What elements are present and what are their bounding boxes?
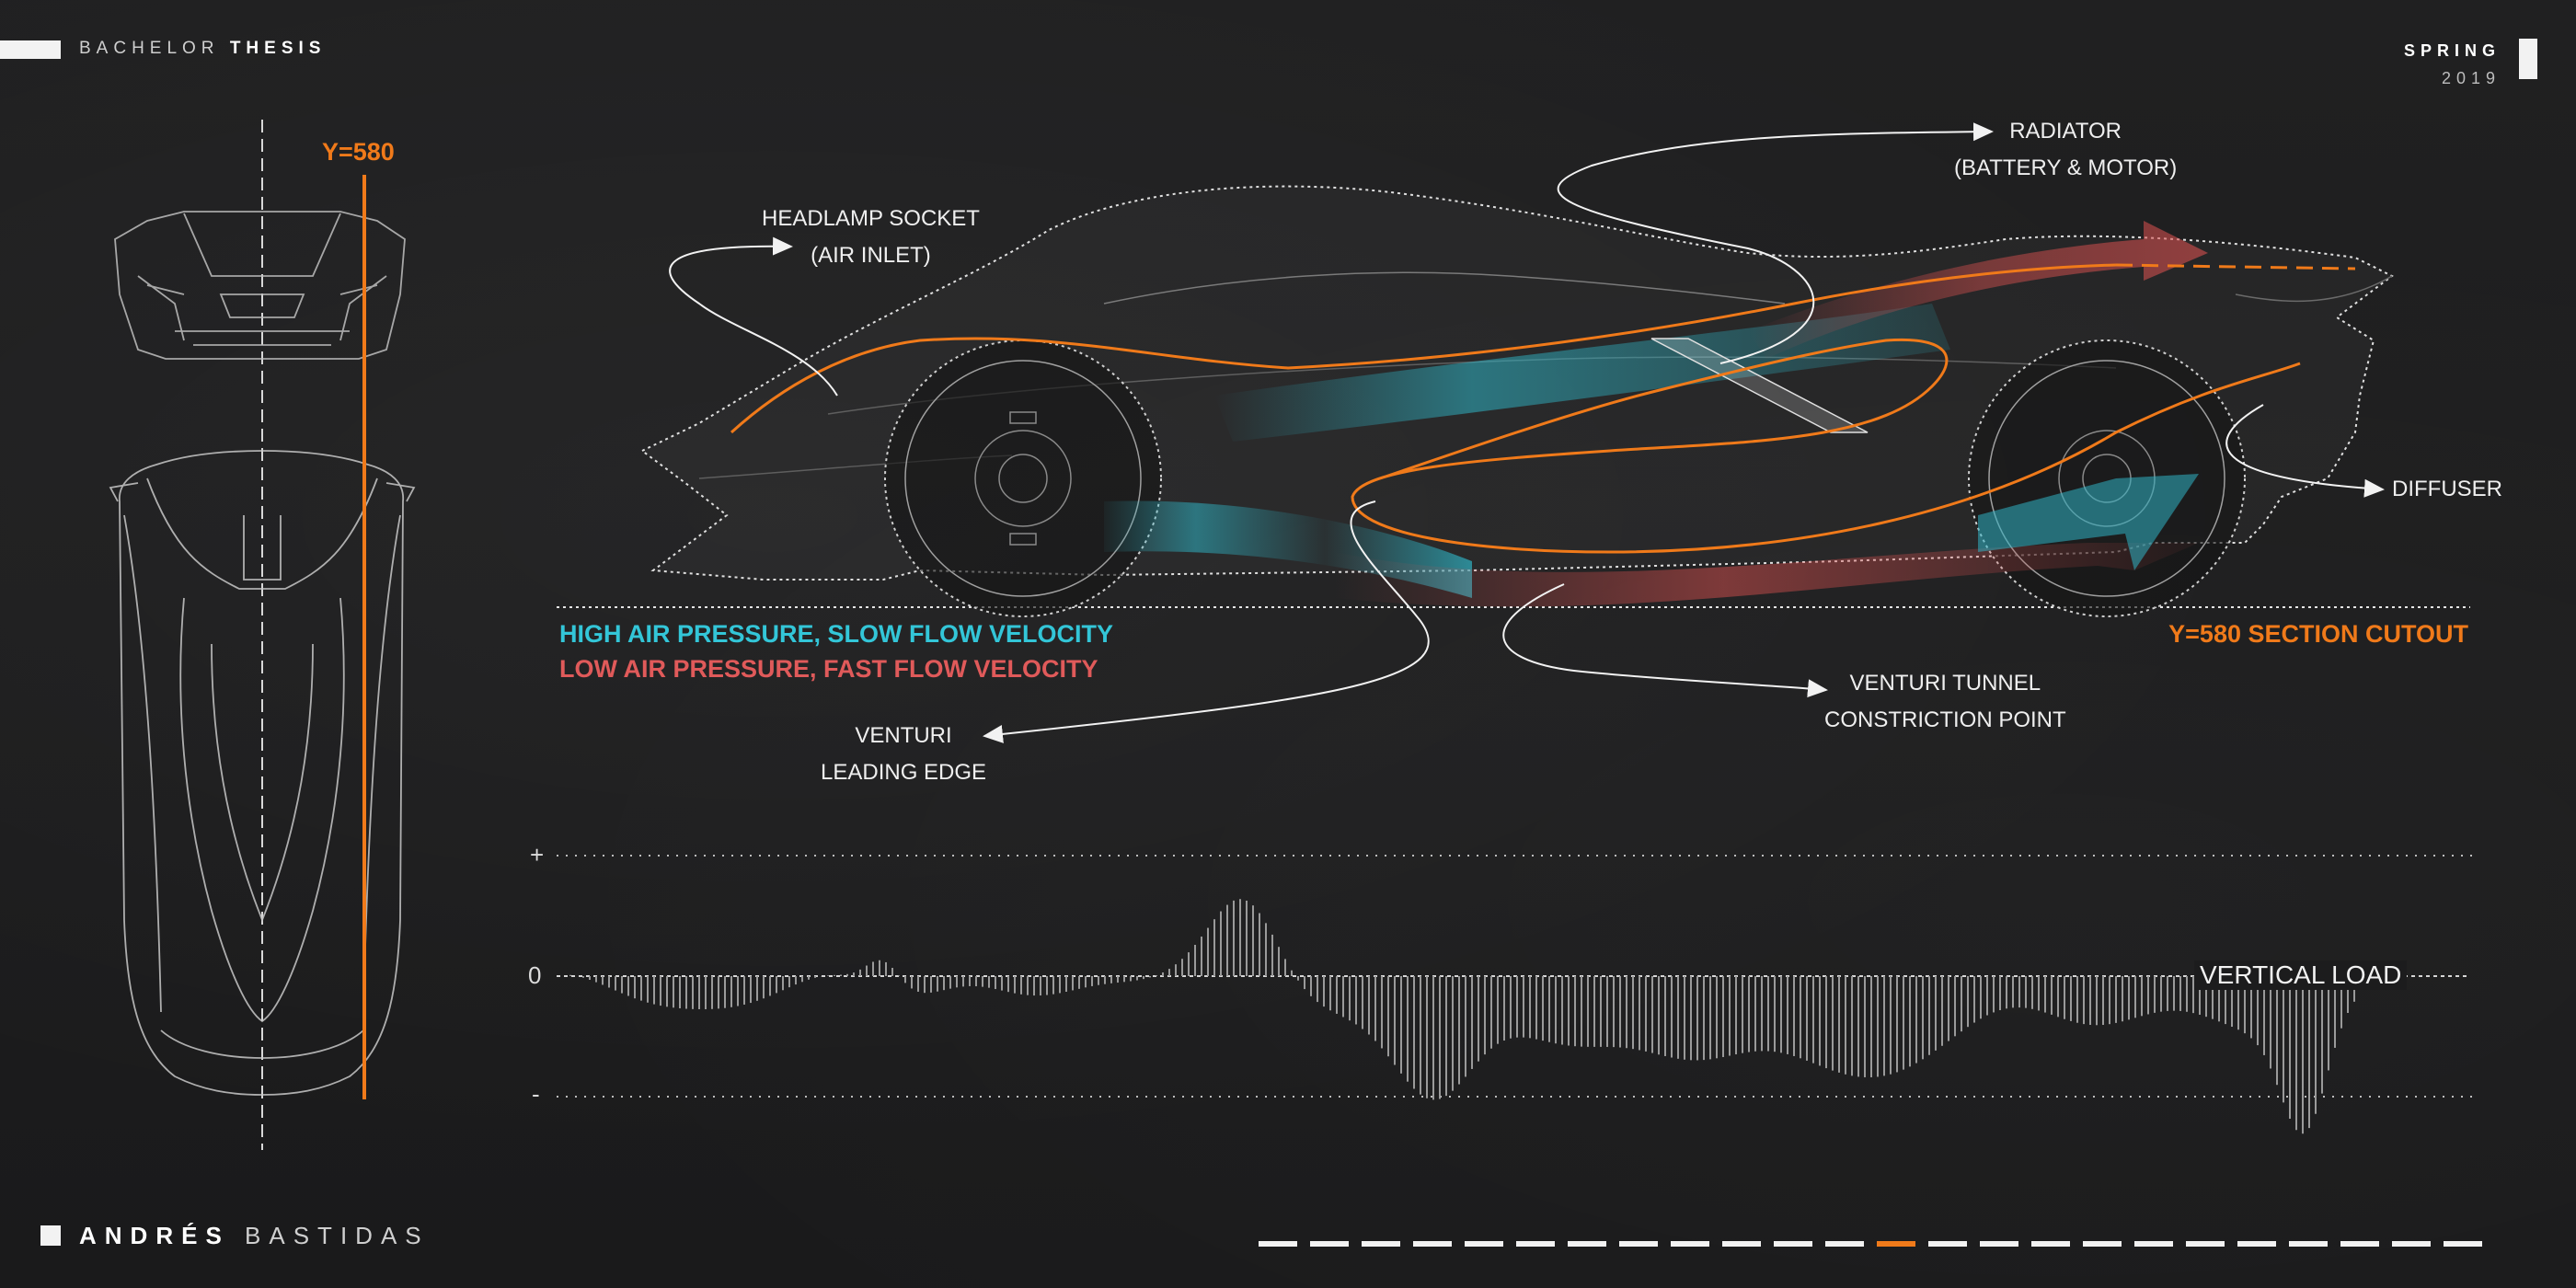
page-dash[interactable] [1310, 1241, 1349, 1247]
callout-headlamp-line1: HEADLAMP SOCKET [762, 206, 980, 231]
top-view-car [109, 450, 416, 1096]
callout-radiator: RADIATOR (BATTERY & MOTOR) [1954, 113, 2177, 187]
page-dash[interactable] [1619, 1241, 1658, 1247]
page-dash[interactable] [2134, 1241, 2173, 1247]
page-dash[interactable] [1722, 1241, 1761, 1247]
callout-venturi-tunnel: VENTURI TUNNEL CONSTRICTION POINT [1824, 665, 2066, 739]
page-dash[interactable] [2083, 1241, 2122, 1247]
section-streamline-lower [1351, 338, 2301, 554]
page-dash[interactable] [2186, 1241, 2225, 1247]
load-zero-label: 0 [528, 961, 542, 989]
page-dash-active[interactable] [1877, 1241, 1915, 1247]
section-streamline-tail [2115, 263, 2356, 270]
callout-venturi-leading: VENTURI LEADING EDGE [821, 718, 986, 791]
season-label: SPRING [2403, 41, 2501, 60]
page-dash[interactable] [1671, 1241, 1709, 1247]
section-cutout-label: Y=580 SECTION CUTOUT [2168, 620, 2468, 648]
page-dash[interactable] [1516, 1241, 1555, 1247]
legend-low-pressure: LOW AIR PRESSURE, FAST FLOW VELOCITY [559, 655, 1098, 683]
callout-diffuser: DIFFUSER [2392, 477, 2502, 501]
side-view-car [557, 185, 2470, 617]
footer-square [40, 1225, 61, 1246]
callout-radiator-line1: RADIATOR [2009, 119, 2122, 144]
load-minus-label: - [532, 1080, 540, 1108]
plan-view [109, 120, 416, 1150]
header-bar-left [0, 40, 61, 59]
diffuser-exit-flow [1978, 474, 2199, 570]
page-dash[interactable] [2289, 1241, 2328, 1247]
header-bar-right [2519, 39, 2537, 79]
low-pressure-flow-top [1748, 221, 2208, 359]
page-dash[interactable] [2237, 1241, 2276, 1247]
callout-headlamp: HEADLAMP SOCKET (AIR INLET) [762, 201, 980, 274]
page-dash[interactable] [1980, 1241, 2018, 1247]
load-chart-title: VERTICAL LOAD [2194, 960, 2408, 990]
callout-venturi-leading-line2: LEADING EDGE [821, 760, 987, 785]
callout-venturi-tunnel-line1: VENTURI TUNNEL [1849, 671, 2041, 696]
page-dash[interactable] [2340, 1241, 2379, 1247]
page-dash[interactable] [1928, 1241, 1967, 1247]
legend-high-pressure: HIGH AIR PRESSURE, SLOW FLOW VELOCITY [559, 620, 1114, 648]
page-dash[interactable] [2444, 1241, 2482, 1247]
header-title: BACHELOR THESIS [79, 39, 327, 58]
callout-headlamp-line2: (AIR INLET) [811, 243, 931, 268]
page-dash[interactable] [2031, 1241, 2070, 1247]
page-dash[interactable] [1568, 1241, 1606, 1247]
callout-venturi-leading-line1: VENTURI [855, 723, 952, 748]
page-dash[interactable] [1465, 1241, 1503, 1247]
header-date: SPRING 2019 [2404, 37, 2501, 92]
callout-radiator-line2: (BATTERY & MOTOR) [1954, 155, 2178, 180]
page-dash[interactable] [1259, 1241, 1297, 1247]
front-view-car [114, 211, 406, 360]
front-wheel [884, 339, 1162, 617]
vertical-load-chart [557, 855, 2475, 1134]
page-dash[interactable] [1825, 1241, 1864, 1247]
section-streamline-upper [730, 263, 2117, 434]
page-dash[interactable] [1413, 1241, 1452, 1247]
callout-venturi-tunnel-line2: CONSTRICTION POINT [1824, 707, 2066, 732]
callout-leaders [669, 122, 2385, 743]
page-indicator [1259, 1241, 2491, 1247]
page-dash[interactable] [1774, 1241, 1812, 1247]
page-dash[interactable] [1362, 1241, 1400, 1247]
author-name: ANDRÉS BASTIDAS [79, 1222, 430, 1249]
rear-wheel [1968, 339, 2246, 617]
page-dash[interactable] [2392, 1241, 2431, 1247]
year-label: 2019 [2441, 69, 2501, 87]
radiator-plate [1650, 338, 1869, 433]
load-bars [569, 899, 2355, 1134]
load-plus-label: + [530, 841, 545, 868]
plan-section-label: Y=580 [322, 138, 395, 166]
